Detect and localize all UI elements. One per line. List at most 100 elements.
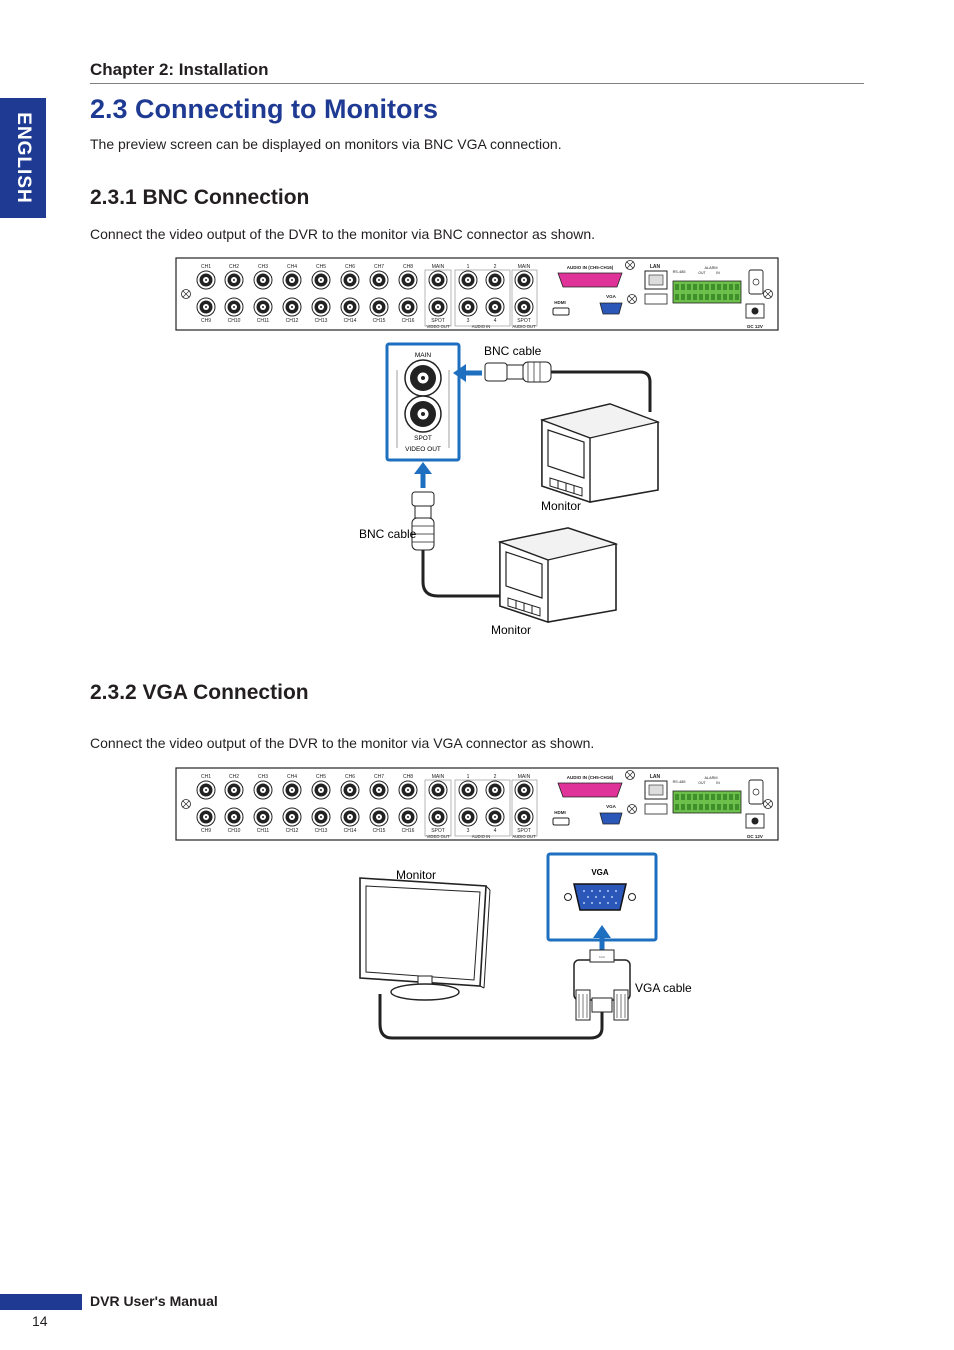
bnc-input-port xyxy=(282,780,302,800)
vga-cable-plug: ▫▫▫ xyxy=(378,949,631,1040)
bnc-input-port xyxy=(253,780,273,800)
channel-label-bottom: CH9 xyxy=(201,828,211,834)
alarm-label: ALARM xyxy=(704,266,717,270)
usb-port xyxy=(644,293,668,305)
video-out-spot-port xyxy=(428,807,448,827)
header-divider xyxy=(90,83,864,84)
bnc-input-port xyxy=(340,780,360,800)
vga-connection-diagram: CH1CH9CH2CH10CH3CH11CH4CH12CH5CH13CH6CH1… xyxy=(175,767,779,1040)
bnc-input-port xyxy=(311,297,331,317)
bnc-cable-top xyxy=(484,361,652,412)
svg-text:▫▫▫: ▫▫▫ xyxy=(599,955,605,961)
audio-in-label: 1 xyxy=(467,264,470,270)
dc-label: DC 12V xyxy=(747,324,763,329)
audio-in-port xyxy=(458,270,478,290)
channel-label-bottom: CH15 xyxy=(373,828,386,834)
bnc-input-port xyxy=(224,270,244,290)
bnc-input-port xyxy=(282,807,302,827)
bnc-input-port xyxy=(369,297,389,317)
section-title: 2.3 Connecting to Monitors xyxy=(90,94,438,124)
video-out-spot-label: SPOT xyxy=(431,828,445,834)
vga-cable-label: VGA cable xyxy=(635,981,692,995)
bnc-input-port xyxy=(311,807,331,827)
audio-in-group-label: AUDIO IN xyxy=(472,834,491,839)
language-tab-label: ENGLISH xyxy=(13,112,34,204)
channel-label-top: CH2 xyxy=(229,774,239,780)
audio-out-spot-port xyxy=(514,807,534,827)
language-tab: ENGLISH xyxy=(0,98,46,218)
audio-in-port xyxy=(485,270,505,290)
dc-label: DC 12V xyxy=(747,834,763,839)
zoom-spot-label: SPOT xyxy=(414,435,432,442)
video-out-spot-label: SPOT xyxy=(431,318,445,324)
page-number: 14 xyxy=(32,1313,48,1329)
arrow-into-main xyxy=(453,364,482,382)
audio-out-main-label: MAIN xyxy=(518,264,531,270)
audio-out-spot-label: SPOT xyxy=(517,318,531,324)
audio-in-db-port xyxy=(557,272,623,288)
audio-in-port xyxy=(485,297,505,317)
bnc-input-port xyxy=(398,297,418,317)
channel-label-bottom: CH9 xyxy=(201,318,211,324)
audio-in-db-label: AUDIO IN (CH5-CH16) xyxy=(567,775,614,780)
usb-port xyxy=(644,803,668,815)
alarm-out-label: OUT xyxy=(698,781,706,785)
bnc-input-port xyxy=(311,780,331,800)
bnc-input-port xyxy=(340,270,360,290)
rs485-label: RS-485 xyxy=(673,780,686,784)
channel-label-top: CH8 xyxy=(403,774,413,780)
channel-label-top: CH6 xyxy=(345,264,355,270)
channel-label-bottom: CH16 xyxy=(402,318,415,324)
audio-in-db-label: AUDIO IN (CH5-CH16) xyxy=(567,265,614,270)
channel-label-bottom: CH13 xyxy=(315,828,328,834)
audio-out-main-label: MAIN xyxy=(518,774,531,780)
bnc-input-port xyxy=(398,807,418,827)
monitor-bottom-label: Monitor xyxy=(491,623,531,637)
bnc-cable-top-label: BNC cable xyxy=(484,344,542,358)
alarm-in-label: IN xyxy=(716,271,720,275)
bnc-input-port xyxy=(196,807,216,827)
lan-label: LAN xyxy=(650,264,661,270)
bnc-input-port xyxy=(282,297,302,317)
bnc-input-port xyxy=(224,297,244,317)
audio-in-label: 4 xyxy=(494,318,497,324)
audio-out-label: AUDIO OUT xyxy=(512,324,536,329)
channel-label-top: CH5 xyxy=(316,774,326,780)
audio-in-port xyxy=(485,780,505,800)
video-out-label: VIDEO OUT xyxy=(426,834,449,839)
channel-label-bottom: CH16 xyxy=(402,828,415,834)
channel-label-top: CH6 xyxy=(345,774,355,780)
arrow-into-spot xyxy=(414,462,432,488)
bnc-input-port xyxy=(253,807,273,827)
lan-label: LAN xyxy=(650,774,661,780)
bnc-input-port xyxy=(369,780,389,800)
monitor-label: Monitor xyxy=(396,868,436,882)
bnc-input-port xyxy=(282,270,302,290)
audio-in-label: 1 xyxy=(467,774,470,780)
bnc-section-text: Connect the video output of the DVR to t… xyxy=(90,226,596,242)
channel-label-bottom: CH14 xyxy=(344,318,357,324)
rs485-label: RS-485 xyxy=(673,270,686,274)
channel-label-bottom: CH10 xyxy=(228,828,241,834)
channel-label-top: CH4 xyxy=(287,774,297,780)
channel-label-top: CH1 xyxy=(201,774,211,780)
audio-out-main-port xyxy=(514,270,534,290)
vga-port xyxy=(599,812,623,825)
audio-in-port xyxy=(458,297,478,317)
bnc-cable-bottom xyxy=(411,491,500,598)
lcd-monitor xyxy=(359,877,491,1001)
audio-in-label: 2 xyxy=(494,774,497,780)
bnc-connection-diagram: CH1CH9CH2CH10CH3CH11CH4CH12CH5CH13CH6CH1… xyxy=(175,257,779,637)
dvr-rear-panel: CH1CH9CH2CH10CH3CH11CH4CH12CH5CH13CH6CH1… xyxy=(175,767,779,841)
audio-in-label: 3 xyxy=(467,318,470,324)
zoom-vga-port xyxy=(564,883,636,911)
monitor-right xyxy=(539,403,661,503)
channel-label-bottom: CH11 xyxy=(257,318,270,324)
channel-label-bottom: CH15 xyxy=(373,318,386,324)
bnc-input-port xyxy=(369,807,389,827)
channel-label-top: CH3 xyxy=(258,774,268,780)
bnc-input-port xyxy=(398,780,418,800)
monitor-bottom xyxy=(497,527,619,623)
channel-label-top: CH3 xyxy=(258,264,268,270)
bnc-input-port xyxy=(196,297,216,317)
